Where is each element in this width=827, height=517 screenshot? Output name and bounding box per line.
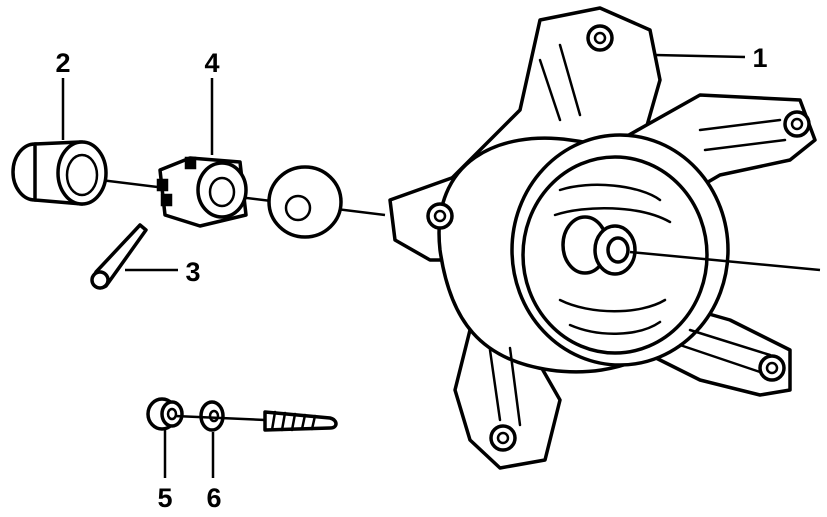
callout-1: 1 xyxy=(752,43,767,73)
small-nut xyxy=(146,397,184,431)
callout-3: 3 xyxy=(185,257,200,287)
castle-nut xyxy=(156,156,248,228)
assembly-axis-right xyxy=(629,250,821,272)
hub-bolt xyxy=(489,424,517,452)
hub-bolt xyxy=(758,354,786,382)
callout-4: 4 xyxy=(204,48,219,78)
threaded-stud xyxy=(174,410,338,432)
spindle-washer xyxy=(267,165,343,239)
callout-5: 5 xyxy=(157,483,172,513)
callout-2: 2 xyxy=(55,48,70,78)
dust-cap xyxy=(11,140,108,206)
hub-bolt xyxy=(426,202,454,230)
hub-bolt xyxy=(783,110,811,138)
callout-6: 6 xyxy=(206,483,221,513)
hub-bolt xyxy=(586,24,614,52)
wheel-hub xyxy=(388,6,817,470)
small-washer xyxy=(199,400,225,432)
cotter-pin xyxy=(90,223,148,290)
leader-line-1 xyxy=(654,53,746,59)
